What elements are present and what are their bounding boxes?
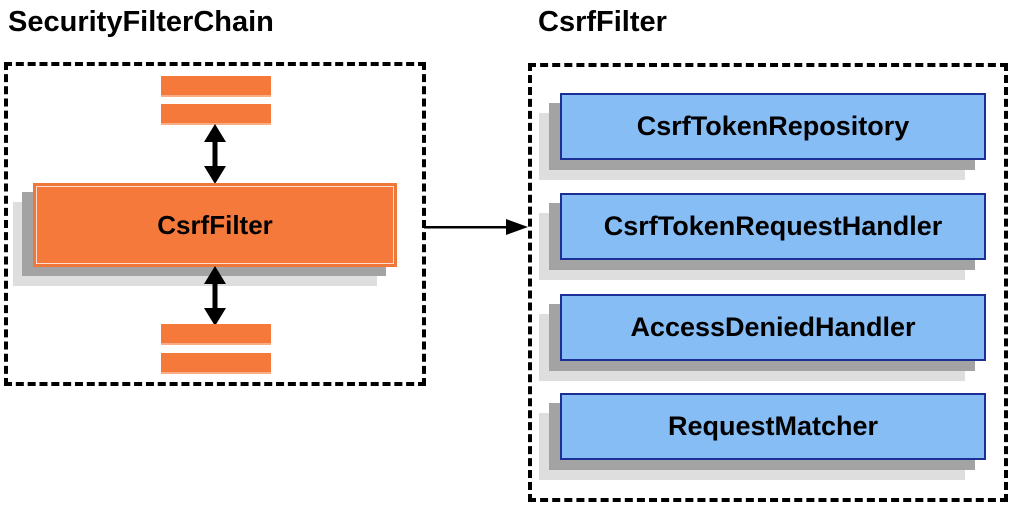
filter-placeholder-bar bbox=[161, 324, 271, 345]
csrf-filter-panel bbox=[528, 63, 1008, 502]
csrf-filter-title: CsrfFilter bbox=[538, 6, 667, 38]
security-filter-chain-panel bbox=[4, 62, 426, 386]
filter-placeholder-bar bbox=[161, 104, 271, 125]
component-label: CsrfTokenRepository bbox=[636, 111, 910, 141]
component-request-matcher: RequestMatcher bbox=[560, 393, 986, 460]
security-filter-chain-title: SecurityFilterChain bbox=[8, 6, 274, 38]
component-label: RequestMatcher bbox=[667, 411, 879, 441]
double-arrow-icon bbox=[204, 124, 226, 184]
component-csrf-token-repository: CsrfTokenRepository bbox=[560, 93, 986, 160]
component-label: AccessDeniedHandler bbox=[630, 312, 916, 342]
filter-placeholder-bar bbox=[161, 76, 271, 97]
component-access-denied-handler: AccessDeniedHandler bbox=[560, 294, 986, 361]
double-arrow-icon bbox=[204, 266, 226, 326]
component-label: CsrfTokenRequestHandler bbox=[603, 211, 943, 241]
csrf-filter-node: CsrfFilter bbox=[33, 183, 397, 267]
right-arrow-icon bbox=[424, 219, 528, 235]
csrf-filter-node-label: CsrfFilter bbox=[157, 209, 273, 240]
component-csrf-token-request-handler: CsrfTokenRequestHandler bbox=[560, 193, 986, 260]
filter-placeholder-bar bbox=[161, 353, 271, 374]
